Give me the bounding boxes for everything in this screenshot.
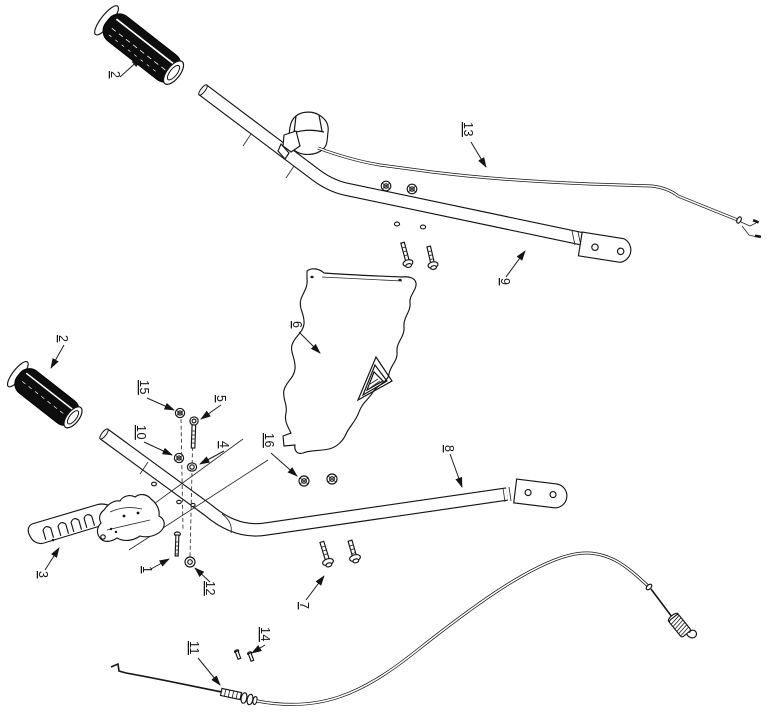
handlebar-grip-lower [6,361,83,429]
shield-emblem-triangle-logo [356,355,393,402]
callout-label: 11 [187,641,201,655]
centerline [189,426,194,559]
callout-14: 14 [251,627,272,654]
hardware-nut-15 [174,407,186,419]
lever-bracket [96,493,165,542]
callout-label: 13 [461,122,475,137]
callout-3: 3 [36,547,60,578]
cable-terminals [736,216,762,239]
callout-2-lower: 2 [50,335,70,369]
callout-label: 12 [203,581,217,596]
callout-label: 4 [217,441,231,448]
callout-label: 5 [214,395,228,402]
clutch-lever-assembly [27,493,165,545]
cable-adjuster [219,687,258,706]
callout-7: 7 [297,575,325,609]
callout-13: 13 [461,122,487,168]
callout-12: 12 [194,567,217,596]
callout-label: 10 [134,425,148,440]
callout-label: 14 [258,627,272,642]
lower-handlebar-end-plate [513,478,568,509]
callout-label: 6 [290,321,304,328]
centerline [180,418,184,532]
callout-9: 9 [498,250,526,285]
callout-label: 15 [137,380,151,395]
throttle-control [277,111,329,160]
callout-2-upper: 2 [108,57,142,78]
callout-15: 15 [137,380,175,411]
upper-handlebar-end-plate [577,231,632,263]
hardware-bolt-1 [173,531,181,557]
handlebar-grip-upper [94,5,185,85]
callout-16: 16 [262,433,298,477]
hardware-bolt-5 [189,416,199,449]
hardware-washer-12 [184,556,196,568]
callout-label: 2 [108,71,122,78]
callout-label: 9 [498,278,512,285]
cable-pins-14 [233,649,255,662]
cable-spring [667,612,698,639]
upper-handlebar-nuts [380,180,418,195]
callout-6: 6 [290,321,321,354]
callout-10: 10 [134,425,173,456]
upper-handlebar [198,84,632,263]
callout-5: 5 [200,395,228,420]
callouts: 2 13 9 6 2 15 5 10 [36,57,526,686]
shield-mount-bolts [400,241,439,270]
callout-8: 8 [442,445,463,488]
callout-label: 2 [56,335,70,342]
callout-4: 4 [199,441,231,465]
callout-11: 11 [187,641,221,686]
callout-label: 3 [36,571,50,578]
lower-handlebar [99,428,568,537]
hardware-washer-4 [186,462,198,472]
hardware-nut-10 [173,452,185,464]
throttle-cable [317,146,762,239]
callout-label: 8 [442,445,456,452]
callout-label: 1 [140,566,154,573]
shield-guard [282,268,417,455]
hardware-bolts-7 [319,539,361,568]
callout-label: 7 [297,602,311,609]
hardware-flange-nuts-16 [298,473,338,487]
callout-1: 1 [140,558,170,573]
clutch-cable [110,551,698,707]
callout-label: 16 [262,433,276,448]
